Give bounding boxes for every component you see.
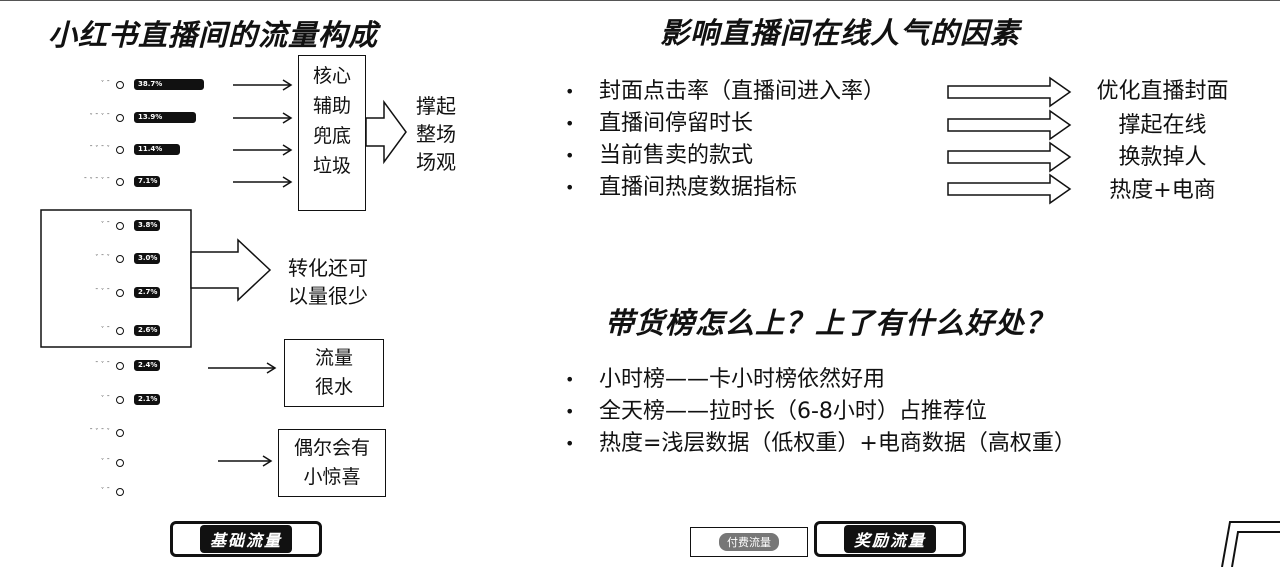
core-box: 核心 辅助 兜底 垃圾 [298,55,366,211]
traffic-row-label: ˇ ˉ [100,395,110,403]
traffic-row-bar: 2.1% [134,394,160,405]
traffic-row-bar-value: 3.8% [138,222,158,229]
water-traffic-box: 流量 很水 [284,339,384,407]
factor-result: 优化直播封面 [1096,79,1229,104]
traffic-row-dot-icon [116,327,124,335]
conversion-text-line: 转化还可 [288,256,368,280]
ranking-point: 全天榜——拉时长（6-8小时）占推荐位 [565,396,1076,428]
surprise-box: 偶尔会有 小惊喜 [278,429,386,497]
traffic-row-bar: 3.0% [134,253,160,264]
support-text-line: 场观 [416,150,456,174]
traffic-row-label: ˇ ˉ [100,326,110,334]
core-box-line: 兜底 [312,125,351,147]
traffic-row-label: ˇ ˉ ˇ ˉ [89,113,110,121]
traffic-row-bar: 2.6% [134,325,160,336]
support-text-line: 撑起 [416,94,456,118]
traffic-row-dot-icon [116,81,124,89]
right-title: 影响直播间在线人气的因素 [660,16,1021,50]
traffic-row-dot-icon [116,222,124,230]
traffic-row-bar: 11.4% [134,144,180,155]
traffic-row-dot-icon [116,396,124,404]
ranking-point: 小时榜——卡小时榜依然好用 [565,364,1076,396]
traffic-row-dot-icon [116,114,124,122]
traffic-row-dot-icon [116,289,124,297]
surprise-box-line: 偶尔会有 [293,437,370,459]
traffic-row-dot-icon [116,255,124,263]
paid-traffic-button-label: 付费流量 [719,533,779,551]
traffic-row-bar: 38.7% [134,79,204,90]
core-box-line: 垃圾 [312,155,351,177]
traffic-row-label: ˉ ˇ ˉ ˇ [89,428,110,436]
water-box-line: 很水 [314,376,353,398]
factor-result: 热度+电商 [1109,178,1216,203]
traffic-row-label: ˇ ˉ [100,458,110,466]
reward-traffic-button-label: 奖励流量 [843,525,936,553]
core-box-line: 核心 [312,65,351,87]
traffic-row-bar-value: 13.9% [138,114,163,121]
traffic-row-bar-value: 3.0% [138,255,158,262]
water-box-line: 流量 [314,347,353,369]
factor-list: 封面点击率（直播间进入率） 直播间停留时长 当前售卖的款式 直播间热度数据指标 [565,76,885,204]
traffic-row-label: ˉ ˇ ˉ ˇ ˉ [83,177,110,185]
core-box-line: 辅助 [312,95,351,117]
conversion-text-line: 以量很少 [288,284,368,308]
traffic-row-bar-value: 38.7% [138,81,163,88]
traffic-row-label: ˉ ˇ ˉ [95,361,110,369]
traffic-row-bar-value: 2.1% [138,396,158,403]
left-title: 小红书直播间的流量构成 [48,18,379,52]
factor-result: 撑起在线 [1118,113,1207,138]
traffic-row-bar: 13.9% [134,112,196,123]
traffic-row-label: ˉ ˇ ˉ [95,288,110,296]
factor-item: 直播间停留时长 [565,108,885,140]
traffic-row-bar: 2.7% [134,287,160,298]
traffic-row-bar-value: 2.7% [138,289,158,296]
traffic-row-dot-icon [116,178,124,186]
support-text-line: 整场 [416,122,456,146]
factor-result: 换款掉人 [1118,145,1207,170]
traffic-row-label: ˇ ˉ [100,221,110,229]
traffic-row-label: ˇ ˉ [100,80,110,88]
support-text: 撑起 整场 场观 [416,92,456,176]
traffic-row-bar: 3.8% [134,220,160,231]
traffic-row-bar: 2.4% [134,360,160,371]
conversion-text: 转化还可 以量很少 [288,254,368,310]
traffic-row-label: ˇ ˉ [100,487,110,495]
basic-traffic-button-label: 基础流量 [199,525,292,553]
traffic-row-label: ˉ ˇ ˉ ˇ [89,145,110,153]
traffic-row-bar: 7.1% [134,176,160,187]
ranking-points: 小时榜——卡小时榜依然好用 全天榜——拉时长（6-8小时）占推荐位 热度=浅层数… [565,364,1076,460]
traffic-row-bar-value: 2.6% [138,327,158,334]
traffic-row-dot-icon [116,362,124,370]
factor-item: 直播间热度数据指标 [565,172,885,204]
traffic-row-dot-icon [116,146,124,154]
surprise-box-line: 小惊喜 [303,466,361,488]
traffic-row-label: ˇ ˉ ˇ [95,254,110,262]
traffic-row-dot-icon [116,429,124,437]
reward-traffic-button[interactable]: 奖励流量 [814,521,966,557]
traffic-row-bar-value: 7.1% [138,178,158,185]
basic-traffic-button[interactable]: 基础流量 [170,521,322,557]
paid-traffic-button[interactable]: 付费流量 [690,527,808,557]
factor-item: 封面点击率（直播间进入率） [565,76,885,108]
traffic-row-bar-value: 11.4% [138,146,163,153]
traffic-row-dot-icon [116,459,124,467]
ranking-point: 热度=浅层数据（低权重）+电商数据（高权重） [565,428,1076,460]
factor-item: 当前售卖的款式 [565,140,885,172]
top-divider [0,0,1280,1]
traffic-row-bar-value: 2.4% [138,362,158,369]
traffic-row-dot-icon [116,488,124,496]
ranking-subtitle: 带货榜怎么上？上了有什么好处？ [605,306,1056,340]
